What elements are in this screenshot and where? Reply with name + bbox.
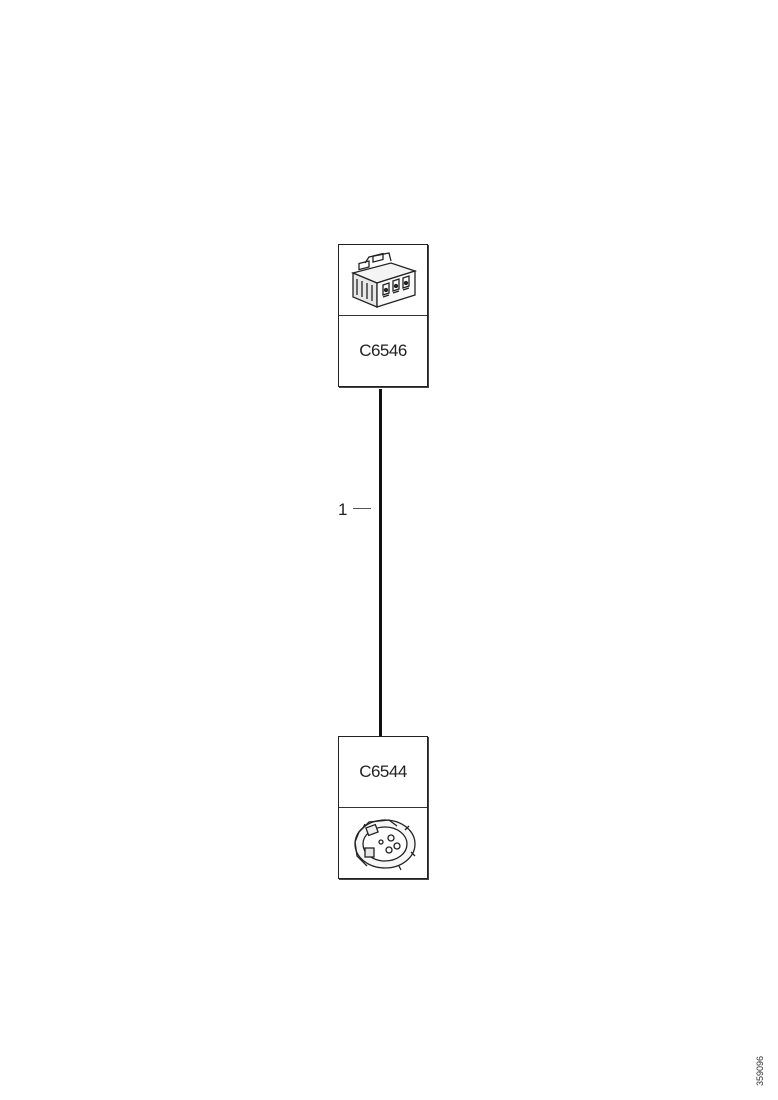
document-id: 359096	[752, 1048, 768, 1094]
connector-c6546: C6546	[338, 244, 428, 387]
wire-line	[379, 389, 382, 736]
document-id-text: 359096	[755, 1055, 766, 1087]
wire-leader-line	[353, 507, 372, 509]
connector-id-label: C6544	[359, 762, 407, 781]
connector-id-label: C6546	[359, 341, 407, 360]
connector-image-cell	[339, 245, 427, 315]
connector-label-cell: C6546	[339, 315, 427, 386]
round-connector-icon	[354, 819, 416, 871]
rectangular-multi-pin-connector-icon	[350, 252, 418, 308]
wire-label: 1	[338, 500, 372, 520]
wire-number: 1	[338, 500, 348, 519]
connector-label-cell: C6544	[339, 737, 427, 807]
connector-image-cell	[339, 807, 427, 878]
connector-c6544: C6544	[338, 736, 428, 879]
